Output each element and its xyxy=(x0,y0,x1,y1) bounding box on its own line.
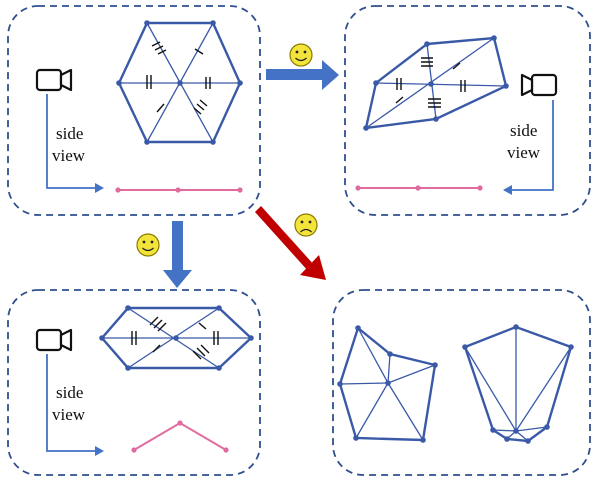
panel-border xyxy=(344,5,591,216)
view-label: view xyxy=(507,143,541,162)
regular-hexagon-mesh xyxy=(116,20,243,145)
arrow-down-transition xyxy=(163,221,192,288)
side-label: side xyxy=(510,121,537,140)
distorted-mesh-left xyxy=(337,325,438,443)
video-camera-icon xyxy=(520,73,558,97)
sheared-hexagon-mesh xyxy=(363,35,509,131)
view-axis-line xyxy=(46,354,98,452)
smiley-face-icon xyxy=(289,43,313,67)
view-label: view xyxy=(52,146,86,165)
mesh-vertices xyxy=(337,325,438,443)
edge-equality-ticks xyxy=(395,57,466,108)
view-axis-line xyxy=(46,94,98,189)
panel-top-right: side view xyxy=(344,5,591,216)
view-axis-arrowhead xyxy=(503,185,512,195)
mesh-vertices xyxy=(99,305,254,371)
side-view-profile-bent xyxy=(131,420,229,453)
smiley-face-icon xyxy=(136,233,160,257)
view-axis-line xyxy=(510,100,554,191)
panel-bottom-left: side view xyxy=(7,289,261,476)
panel-border xyxy=(332,289,591,476)
edge-equality-ticks xyxy=(131,316,219,360)
side-label: side xyxy=(56,383,83,402)
view-axis-arrowhead xyxy=(95,446,104,456)
mesh-vertices xyxy=(462,324,574,444)
edge-equality-ticks xyxy=(146,41,211,115)
side-view-profile-flat xyxy=(355,185,483,191)
side-view-profile-flat xyxy=(115,187,243,193)
video-camera-icon xyxy=(35,328,73,352)
side-label: side xyxy=(56,124,83,143)
panel-top-left: side view xyxy=(7,5,261,216)
panel-border xyxy=(7,289,261,476)
mesh-vertices xyxy=(116,20,243,145)
video-camera-icon xyxy=(35,68,73,92)
arrow-right-transition xyxy=(266,60,339,90)
mesh-vertices xyxy=(363,35,509,131)
arrow-diagonal-transition xyxy=(255,206,326,280)
panel-border xyxy=(7,5,261,216)
view-axis-arrowhead xyxy=(95,183,104,193)
squashed-hexagon-mesh xyxy=(99,305,254,371)
view-label: view xyxy=(52,405,86,424)
frowning-face-icon xyxy=(294,213,318,237)
panel-bottom-right xyxy=(332,289,591,476)
distorted-mesh-right xyxy=(462,324,574,444)
